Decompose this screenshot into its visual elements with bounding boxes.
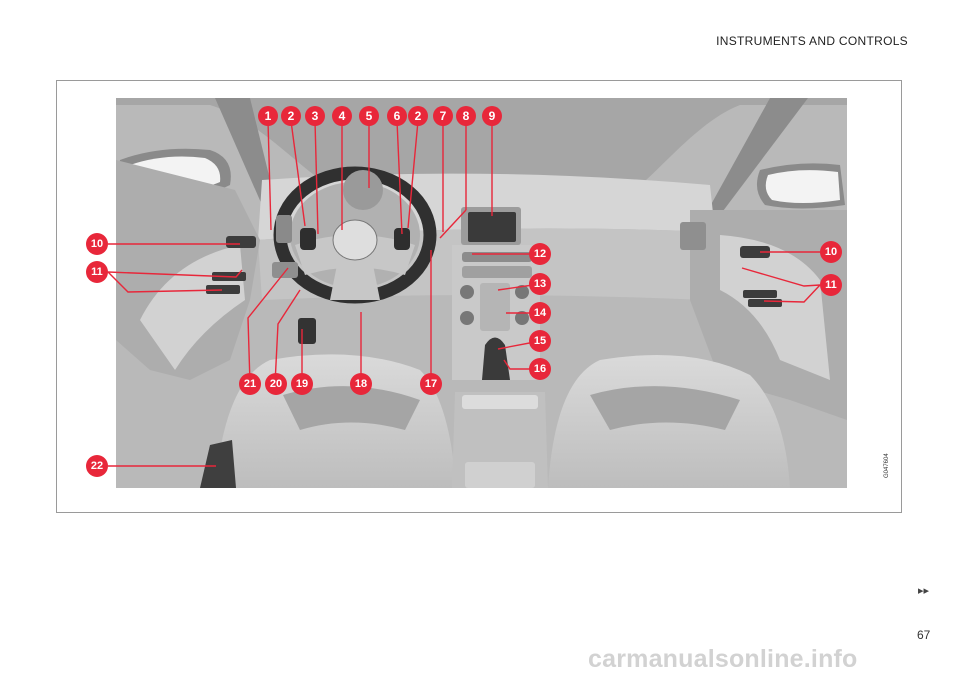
callout-1-label: 1 xyxy=(265,109,272,123)
callout-11-left: 11 xyxy=(86,261,108,283)
callout-7: 7 xyxy=(433,106,453,126)
callout-17: 17 xyxy=(420,373,442,395)
callout-14-label: 14 xyxy=(534,307,547,319)
callout-10-right-label: 10 xyxy=(825,246,837,258)
callout-22: 22 xyxy=(86,455,108,477)
callout-17-label: 17 xyxy=(425,378,437,390)
callout-5-label: 5 xyxy=(366,109,373,123)
figure-code: G047604 xyxy=(884,453,890,478)
callout-11-right-label: 11 xyxy=(825,279,837,291)
callout-12-label: 12 xyxy=(534,248,546,260)
steering-wheel xyxy=(273,166,437,304)
callout-2b: 2 xyxy=(408,106,428,126)
callout-7-label: 7 xyxy=(440,109,447,123)
callout-4-label: 4 xyxy=(339,109,346,123)
callout-4: 4 xyxy=(332,106,352,126)
callout-21: 21 xyxy=(239,373,261,395)
callout-11-right: 11 xyxy=(820,274,842,296)
callout-2b-label: 2 xyxy=(415,109,422,123)
figure-frame xyxy=(56,80,902,513)
leader-lines xyxy=(107,120,821,467)
callout-2-label: 2 xyxy=(288,109,295,123)
callout-10-right: 10 xyxy=(820,241,842,263)
callout-3: 3 xyxy=(305,106,325,126)
callout-13: 13 xyxy=(529,273,551,295)
callout-9-label: 9 xyxy=(489,109,496,123)
callout-19: 19 xyxy=(291,373,313,395)
callout-6-label: 6 xyxy=(394,109,401,123)
page-number: 67 xyxy=(917,628,931,642)
callout-15: 15 xyxy=(529,330,551,352)
callout-5: 5 xyxy=(359,106,379,126)
callout-12: 12 xyxy=(529,243,551,265)
callout-3-label: 3 xyxy=(312,109,319,123)
section-title: INSTRUMENTS AND CONTROLS xyxy=(716,34,908,48)
callout-18: 18 xyxy=(350,373,372,395)
callout-9: 9 xyxy=(482,106,502,126)
callout-8-label: 8 xyxy=(463,109,470,123)
next-page-arrows-icon: ▸▸ xyxy=(918,585,930,597)
callout-22-label: 22 xyxy=(91,460,103,472)
callout-16-label: 16 xyxy=(534,363,546,375)
callout-10-left: 10 xyxy=(86,233,108,255)
callout-21-label: 21 xyxy=(244,378,256,390)
callout-18-label: 18 xyxy=(355,378,367,390)
callout-20: 20 xyxy=(265,373,287,395)
callout-8: 8 xyxy=(456,106,476,126)
callout-1: 1 xyxy=(258,106,278,126)
callout-19-label: 19 xyxy=(296,378,308,390)
callout-20-label: 20 xyxy=(270,378,282,390)
callout-10-left-label: 10 xyxy=(91,238,103,250)
callout-15-label: 15 xyxy=(534,335,546,347)
callout-6: 6 xyxy=(387,106,407,126)
center-display xyxy=(468,212,516,242)
callout-14: 14 xyxy=(529,302,551,324)
watermark: carmanualsonline.info xyxy=(588,645,858,673)
callout-16: 16 xyxy=(529,358,551,380)
callout-2: 2 xyxy=(281,106,301,126)
callout-13-label: 13 xyxy=(534,278,546,290)
callout-11-left-label: 11 xyxy=(91,266,103,278)
